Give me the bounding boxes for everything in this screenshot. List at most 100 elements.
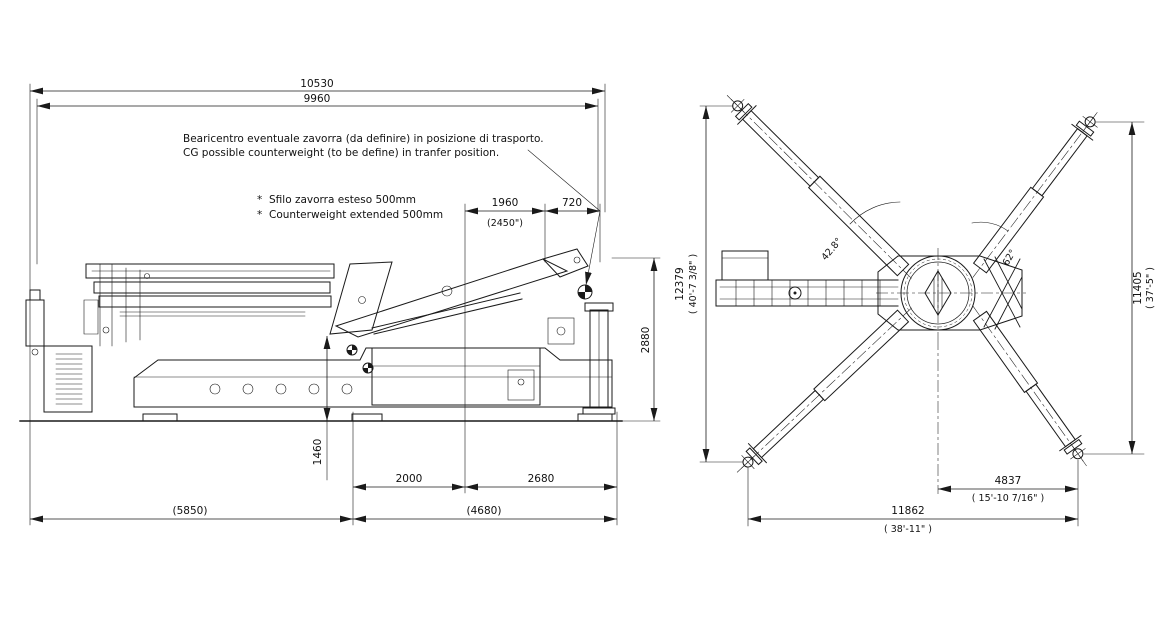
jack-cross — [1070, 446, 1086, 462]
side-box-pin — [556, 326, 566, 336]
kingpin-diamond-hatch — [933, 270, 943, 316]
side-view-notes: Bearicentro eventuale zavorra (da defini… — [183, 133, 601, 286]
frame-holes — [209, 383, 353, 395]
chassis-pin-center — [793, 291, 797, 295]
beam-axis — [736, 307, 912, 473]
slew-ring-bolt-circle — [903, 258, 973, 328]
boom-pin — [441, 285, 453, 297]
boom-cylinder — [371, 292, 523, 335]
dim-text-2450in: (2450") — [487, 218, 523, 229]
stabilizer-foot — [582, 407, 616, 415]
cg-note-line-2: CG possible counterweight (to be define)… — [183, 147, 499, 159]
cross-brace — [983, 256, 1023, 330]
mechanism-pin-2 — [144, 273, 150, 279]
chassis-inner-rails — [719, 286, 899, 300]
foot-crossbar — [737, 105, 757, 125]
cg-symbol-small-1 — [346, 344, 358, 356]
frame-hole — [242, 383, 254, 395]
slew-ring-inner — [906, 261, 970, 325]
chassis-rails — [715, 279, 899, 307]
dim-text-2000: 2000 — [396, 473, 423, 485]
outrigger-beam-lower-right — [972, 306, 1087, 467]
side-view: 10530 9960 1960 (2450") 720 2880 1460 20… — [19, 78, 661, 526]
top-view: 12379 ( 40'-7 3/8" ) 11405 ( 37'-5" ) 42… — [674, 95, 1156, 535]
jack-cross — [1082, 114, 1098, 130]
slew-ring-outer — [900, 255, 976, 331]
chassis-rungs — [735, 279, 881, 307]
cg-quadrants — [363, 363, 373, 373]
dim-text-9960: 9960 — [304, 93, 331, 105]
dim-text-1960: 1960 — [492, 197, 519, 209]
note-counterweight: Counterweight extended 500mm — [269, 209, 443, 221]
angle-label-left: 42.8° — [820, 236, 845, 263]
top-view-machine — [715, 95, 1100, 494]
jack-cross — [741, 455, 755, 470]
outrigger-beam-lower-left — [736, 307, 912, 473]
dim-text-11405-ft: ( 37'-5" ) — [1145, 267, 1156, 309]
jack-cross — [730, 99, 745, 113]
counterweight-block — [43, 345, 93, 413]
note-bullet-2: * — [257, 209, 262, 221]
beam-extension — [1031, 127, 1088, 197]
turret-housing — [877, 255, 1023, 331]
side-box — [547, 317, 575, 345]
boom-left-mechanism — [83, 263, 141, 347]
dim-text-720: 720 — [562, 197, 582, 209]
cabinet — [371, 347, 541, 406]
dim-text-1460: 1460 — [312, 439, 324, 466]
cg-quadrants — [347, 345, 357, 355]
frame-hole — [209, 383, 221, 395]
beam-axis — [972, 306, 1087, 467]
beam-axis — [726, 95, 912, 279]
dim-text-2680: 2680 — [528, 473, 555, 485]
chassis-pin — [788, 286, 802, 300]
cg-quadrants — [578, 285, 592, 299]
boom-section-mid — [93, 281, 331, 294]
cg-symbol — [577, 284, 593, 300]
dim-text-11862: 11862 — [891, 505, 924, 517]
dim-text-4837: 4837 — [995, 475, 1022, 487]
boom-bracket — [329, 261, 393, 335]
dim-text-4680: (4680) — [467, 505, 502, 517]
boom-tip — [542, 248, 589, 278]
dim-text-11405: 11405 — [1132, 271, 1144, 304]
frame-hole — [341, 383, 353, 395]
note-bullet-1: * — [257, 194, 262, 206]
boom-tip-pin — [573, 256, 581, 264]
beam-inner-section — [972, 310, 1039, 394]
cg-note-line-1: Bearicentro eventuale zavorra (da defini… — [183, 133, 544, 145]
dim-text-10530: 10530 — [300, 78, 333, 90]
main-boom — [334, 258, 569, 338]
beam-axis — [972, 109, 1100, 278]
boom-rod — [119, 311, 306, 317]
cg-symbol-small-2 — [362, 362, 374, 374]
frame-hole — [308, 383, 320, 395]
top-view-dimensions: 12379 ( 40'-7 3/8" ) 11405 ( 37'-5" ) 42… — [674, 105, 1156, 535]
cg-leader-line — [527, 149, 601, 286]
cabinet-panel — [507, 369, 535, 401]
dim-text-4837-ft: ( 15'-10 7/16" ) — [972, 493, 1044, 504]
boom-section-low — [98, 295, 332, 308]
chassis-box — [721, 250, 769, 281]
outrigger-beam-upper-left — [726, 95, 912, 279]
foot-crossbar — [1071, 123, 1094, 141]
mechanism-pin-1 — [102, 326, 110, 334]
frame-hole — [275, 383, 287, 395]
front-attachment — [25, 289, 45, 347]
counterweight-fins — [55, 353, 83, 405]
foot-crossbar — [747, 442, 768, 464]
side-view-machine — [19, 248, 623, 422]
dim-text-2880: 2880 — [640, 327, 652, 354]
support-pads — [142, 413, 613, 422]
dim-text-5850: (5850) — [173, 505, 208, 517]
dim-text-12379: 12379 — [674, 267, 686, 300]
note-sfilo-zavorra: Sfilo zavorra esteso 500mm — [269, 194, 416, 206]
foot-crossbar — [1059, 434, 1082, 452]
dim-text-11862-ft: ( 38'-11" ) — [884, 524, 932, 535]
boom-pivot — [358, 296, 366, 304]
boom-section-top — [85, 263, 335, 279]
side-view-dimensions: 10530 9960 1960 (2450") 720 2880 1460 20… — [29, 78, 661, 526]
dim-text-12379-ft: ( 40'-7 3/8" ) — [688, 254, 699, 314]
